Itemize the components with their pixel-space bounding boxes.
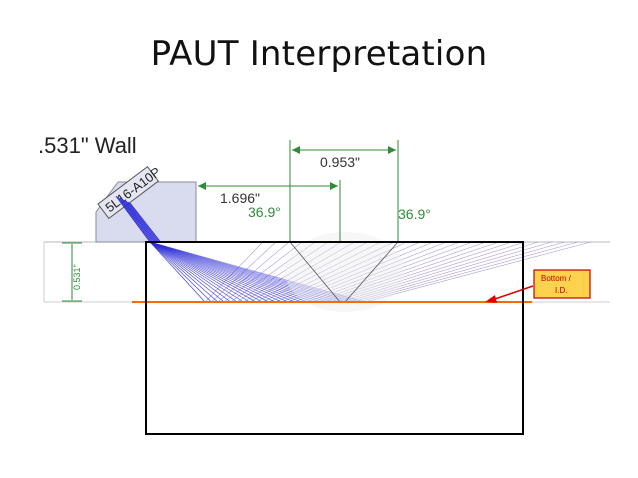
beam-ray-reflected (249, 241, 355, 303)
beam-entry-ray (123, 199, 157, 243)
beam-ray-reflected (313, 241, 486, 303)
beam-fan (115, 195, 591, 303)
offset-dimension-label: 1.696" (220, 190, 260, 206)
callout-arrow-line (491, 285, 534, 301)
beam-ray-reflected (320, 241, 500, 303)
offset-arrow-left (198, 182, 206, 190)
beam-ray-reflected (352, 241, 565, 303)
beam-ray-reflected (364, 241, 591, 303)
beam-ray (149, 241, 225, 303)
beam-ray-reflected (332, 241, 526, 303)
beam-ray (149, 241, 238, 303)
beam-entry-ray (119, 197, 154, 243)
beam-ray-reflected (294, 241, 447, 303)
beam-ray-reflected (256, 241, 368, 303)
beam-ray-reflected (224, 241, 303, 303)
callout-box (533, 269, 591, 299)
beam-ray (149, 241, 257, 303)
beam-ray (149, 241, 276, 303)
callout-line-2: I.D. (555, 286, 567, 295)
beam-ray-reflected (281, 241, 421, 303)
beam-ray-reflected (307, 241, 473, 303)
thickness-label: 0.531" (72, 264, 82, 290)
beam-ray-reflected (236, 241, 329, 303)
callout-arrow-head (485, 295, 497, 303)
beam-ray-reflected (345, 241, 552, 303)
beam-ray (149, 241, 282, 303)
beam-ray (149, 241, 244, 303)
beam-ray (149, 241, 289, 303)
beam-ray-reflected (339, 241, 539, 303)
beam-ray-reflected (230, 241, 316, 303)
beam-ray (149, 241, 219, 303)
span-arrow-left (292, 146, 300, 154)
beam-ray-reflected (326, 241, 513, 303)
span-dimension-label: 0.953" (320, 154, 360, 170)
beam-entry-ray (117, 196, 152, 243)
angle-right-label: 36.9° (398, 206, 431, 222)
beam-ray (149, 241, 302, 303)
beam-entry-ray (129, 202, 161, 243)
focal-zone (285, 232, 405, 312)
beam-ray (149, 241, 250, 303)
angle-line-left (289, 241, 341, 303)
angle-left-label: 36.9° (248, 204, 281, 220)
beam-ray-reflected (262, 241, 381, 303)
beam-entry-ray (121, 198, 155, 243)
beam-entry-ray (115, 195, 151, 243)
beam-ray-reflected (204, 241, 263, 303)
beam-ray (149, 241, 314, 303)
beam-ray-reflected (300, 241, 460, 303)
beam-entry-ray (127, 201, 160, 243)
offset-arrow-right (330, 182, 338, 190)
beam-ray (149, 241, 366, 303)
beam-entry-ray (125, 200, 158, 243)
slide-title: PAUT Interpretation (150, 34, 488, 74)
callout-line-1: Bottom / (541, 274, 572, 283)
overlay-box (145, 241, 524, 435)
angle-line-right (344, 241, 399, 303)
beam-ray (149, 241, 308, 303)
beam-ray (149, 241, 270, 303)
wall-label: .531" Wall (38, 133, 137, 158)
beam-ray (149, 241, 212, 303)
beam-ray-reflected (268, 241, 395, 303)
beam-ray (149, 241, 295, 303)
beam-ray-reflected (358, 241, 578, 303)
beam-ray (149, 241, 231, 303)
beam-ray (149, 241, 206, 303)
span-arrow-right (388, 146, 396, 154)
beam-ray (149, 241, 263, 303)
